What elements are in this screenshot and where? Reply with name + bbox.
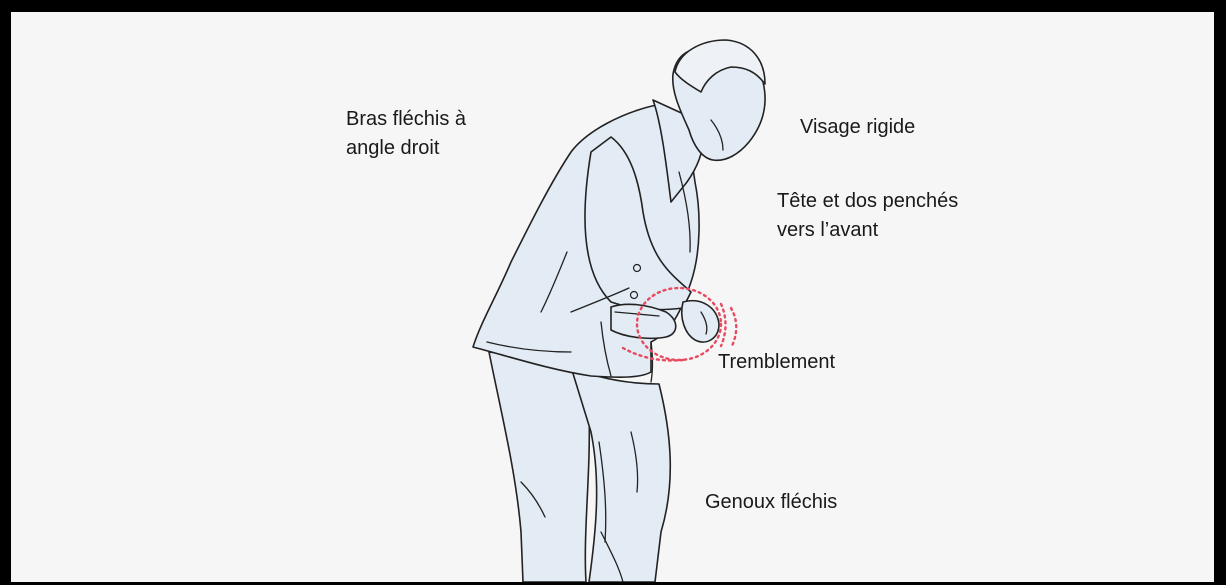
parkinson-figure-illustration [11, 12, 1214, 582]
right-hand [682, 301, 719, 342]
label-bras-line-1: Bras fléchis à [346, 105, 466, 134]
label-bras-flechis: Bras fléchis à angle droit [346, 105, 466, 163]
label-tete-line-2: vers l’avant [777, 216, 958, 245]
label-bras-line-2: angle droit [346, 134, 466, 163]
label-tremblement: Tremblement [718, 348, 835, 377]
label-tete-dos: Tête et dos penchés vers l’avant [777, 187, 958, 245]
label-tete-line-1: Tête et dos penchés [777, 187, 958, 216]
illustration-frame: Bras fléchis à angle droit Visage rigide… [11, 12, 1214, 582]
back-leg [489, 352, 589, 582]
label-visage-rigide: Visage rigide [800, 113, 915, 142]
label-genoux-flechis: Genoux fléchis [705, 488, 837, 517]
